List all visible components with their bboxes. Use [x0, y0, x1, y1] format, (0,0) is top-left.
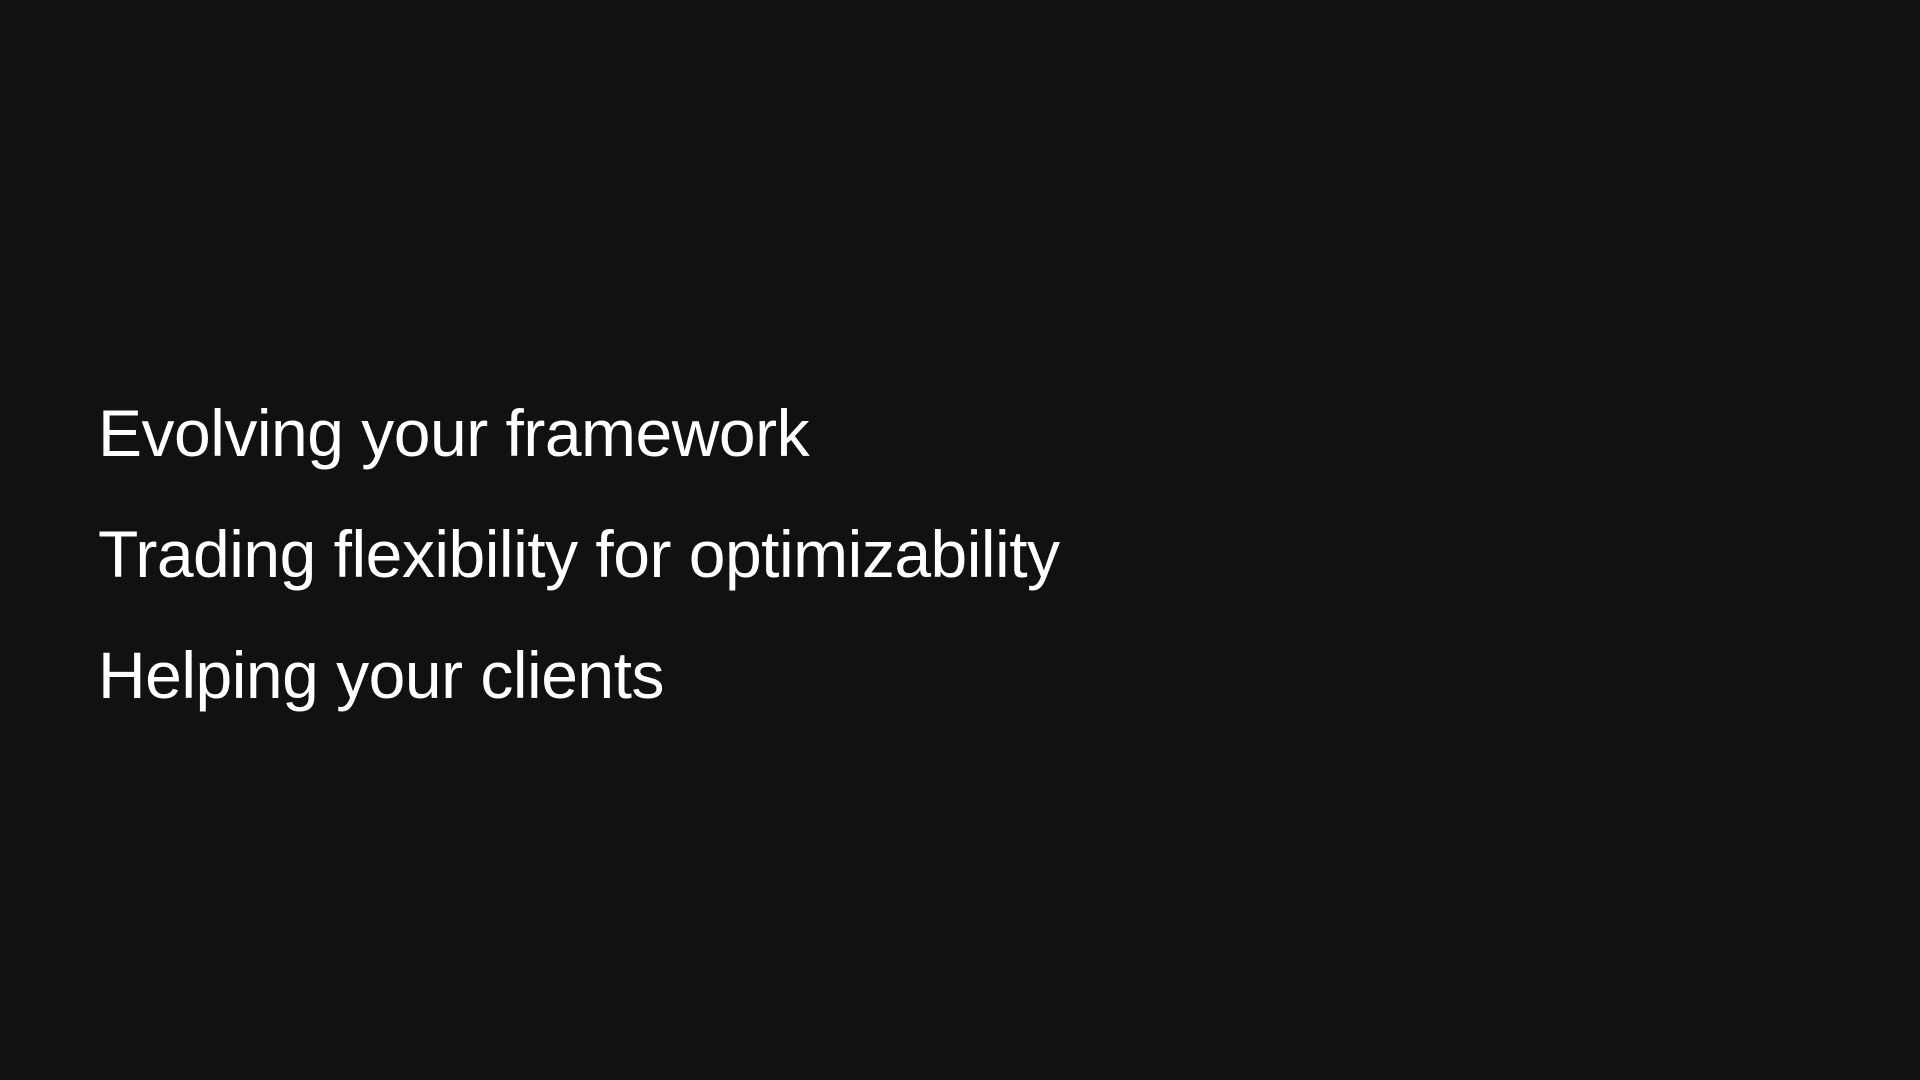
topic-item-evolving-framework: Evolving your framework: [98, 396, 810, 470]
topic-item-helping-clients: Helping your clients: [98, 638, 664, 712]
topic-item-trading-flexibility: Trading flexibility for optimizability: [98, 517, 1060, 591]
topic-list: Evolving your framework Trading flexibil…: [98, 373, 1060, 736]
